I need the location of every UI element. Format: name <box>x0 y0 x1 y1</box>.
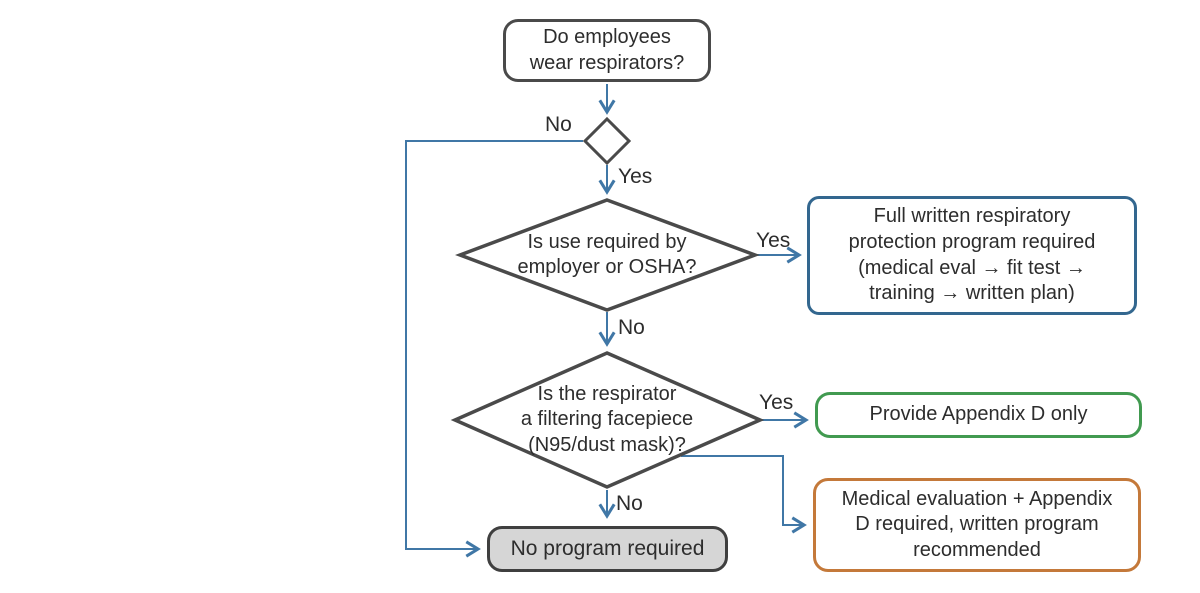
decision-initial-diamond <box>582 116 632 166</box>
node-start-label: Do employees wear respirators? <box>529 25 685 74</box>
node-full-program: Full written respiratory protection prog… <box>807 196 1137 315</box>
edge-label-decision2-no: No <box>618 316 645 339</box>
node-start: Do employees wear respirators? <box>503 19 711 82</box>
node-no-program: No program required <box>487 526 728 572</box>
edge-label-decision1-yes: Yes <box>618 165 653 188</box>
node-medical-eval: Medical evaluation + Appendix D required… <box>813 478 1141 572</box>
node-appendix-d-label: Provide Appendix D only <box>869 403 1088 426</box>
node-medical-eval-label: Medical evaluation + Appendix D required… <box>841 487 1113 561</box>
decision-filtering-diamond <box>450 351 765 489</box>
node-appendix-d: Provide Appendix D only <box>815 392 1142 438</box>
edge-label-decision3-no: No <box>616 492 643 515</box>
node-full-program-label: Full written respiratory protection prog… <box>848 205 1096 305</box>
edge-decision1-no-to-no-program <box>405 140 583 558</box>
node-no-program-label: No program required <box>510 536 705 560</box>
edge-label-decision3-yes: Yes <box>759 391 794 414</box>
edge-label-decision1-no: No <box>545 113 572 136</box>
edge-decision3-to-medical-eval <box>681 455 807 534</box>
decision-required-diamond <box>455 198 761 312</box>
edge-label-decision2-yes: Yes <box>756 229 791 252</box>
